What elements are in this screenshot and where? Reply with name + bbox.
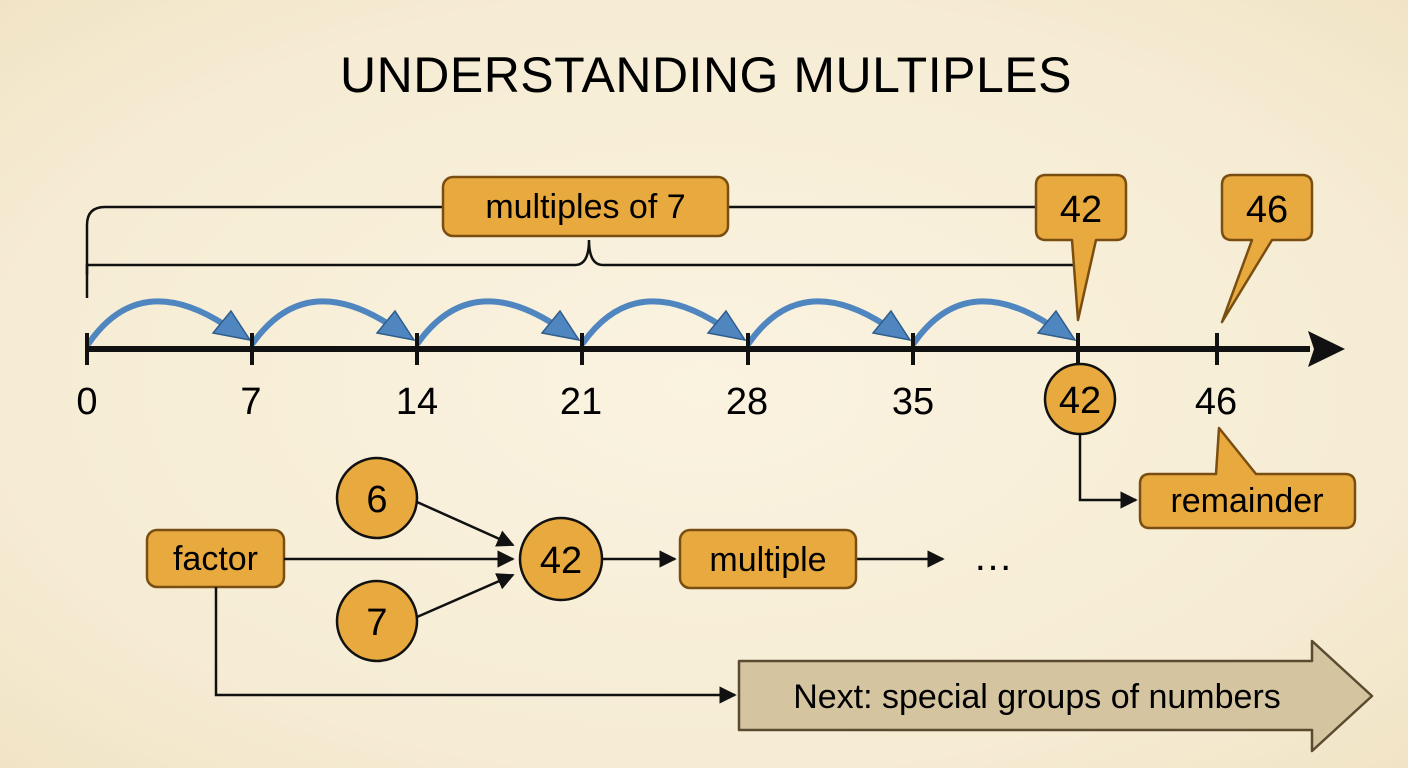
multiple-box xyxy=(678,528,858,590)
hop-arrow-1 xyxy=(86,298,228,346)
number-line-arrowhead xyxy=(1308,331,1345,367)
tick-label-42: 42 xyxy=(1059,380,1101,422)
callout-46-bubble xyxy=(1220,173,1314,324)
factor-a-value: 6 xyxy=(366,479,387,521)
hop-arrowhead-3 xyxy=(540,309,581,342)
tick-label-28: 28 xyxy=(726,381,768,423)
hop-arrowheads xyxy=(211,309,1077,342)
callout-42-text: 42 xyxy=(1060,189,1102,231)
factor-b-circle xyxy=(335,579,419,663)
tick-label-21: 21 xyxy=(560,381,602,423)
remainder-label: remainder xyxy=(1170,482,1323,520)
bracket-upper xyxy=(85,205,1036,298)
ellipsis: … xyxy=(973,535,1013,579)
ticks xyxy=(85,333,1219,365)
arrow-6-to-42 xyxy=(416,500,515,547)
arrow-7-to-42 xyxy=(416,573,515,619)
next-label: Next: special groups of numbers xyxy=(793,678,1281,716)
hop-arrows xyxy=(86,298,1053,346)
hop-arrow-2 xyxy=(250,298,393,346)
factor-arrows xyxy=(214,500,945,704)
connector-factor-to-next xyxy=(214,587,737,704)
remainder-bubble xyxy=(1138,426,1357,530)
factor-label: factor xyxy=(173,540,258,578)
tick-label-0: 0 xyxy=(76,381,97,423)
hop-arrowhead-6 xyxy=(1036,309,1077,342)
callout-42-bubble xyxy=(1034,173,1128,322)
hop-arrow-3 xyxy=(415,298,558,346)
multiple-label: multiple xyxy=(709,541,826,579)
callout-46-text: 46 xyxy=(1246,189,1288,231)
tick-label-7: 7 xyxy=(240,381,261,423)
multiples-label-box xyxy=(441,175,730,238)
tick-label-35: 35 xyxy=(892,381,934,423)
page-title: UNDERSTANDING MULTIPLES xyxy=(340,47,1072,103)
hop-arrowhead-1 xyxy=(211,309,252,342)
hop-arrow-5 xyxy=(746,298,888,346)
hop-arrow-4 xyxy=(580,298,723,346)
curly-brace xyxy=(85,239,1080,275)
factor-a-circle xyxy=(335,456,419,540)
hop-arrowhead-5 xyxy=(871,309,912,342)
next-arrow-shape xyxy=(737,639,1374,753)
hop-arrowhead-2 xyxy=(375,309,416,342)
tick-label-46: 46 xyxy=(1195,381,1237,423)
multiples-label: multiples of 7 xyxy=(485,188,685,226)
hop-arrowhead-4 xyxy=(706,309,747,342)
product-value: 42 xyxy=(540,540,582,582)
tick-label-14: 14 xyxy=(396,381,438,423)
hop-arrow-6 xyxy=(911,298,1053,346)
connector-42-remainder xyxy=(1078,434,1138,509)
factor-b-value: 7 xyxy=(366,602,387,644)
